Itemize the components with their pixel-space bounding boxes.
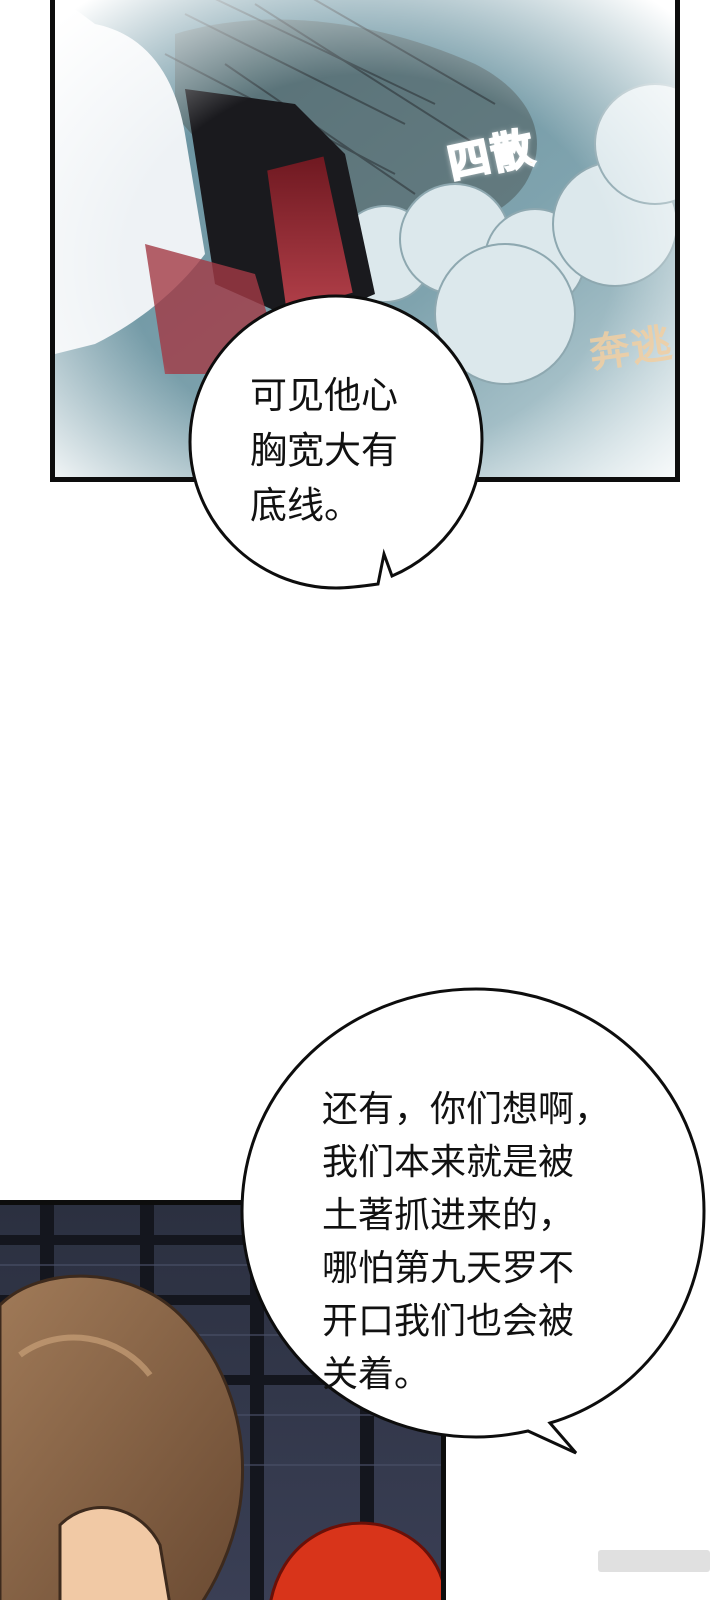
bubble-1-text: 可见他心 胸宽大有 底线。: [250, 374, 398, 527]
bubble-2-text: 还有，你们想啊， 我们本来就是被 土著抓进来的， 哪怕第九天罗不 开口我们也会被…: [322, 1089, 611, 1395]
panel-top-artwork: [55, 0, 675, 477]
character-face: [58, 1506, 171, 1600]
bubble-2-shape: [240, 987, 706, 1455]
sfx-flee: 奔逃: [586, 320, 677, 378]
speech-bubble-2: 还有，你们想啊， 我们本来就是被 土著抓进来的， 哪怕第九天罗不 开口我们也会被…: [238, 985, 708, 1455]
hair-highlight: [18, 1334, 153, 1377]
bubble-1-shape: [188, 294, 484, 590]
watermark-logo: [598, 1550, 710, 1572]
speech-bubble-1: 可见他心 胸宽大有 底线。: [186, 292, 486, 592]
panel-top: 四散 奔逃: [50, 0, 680, 482]
